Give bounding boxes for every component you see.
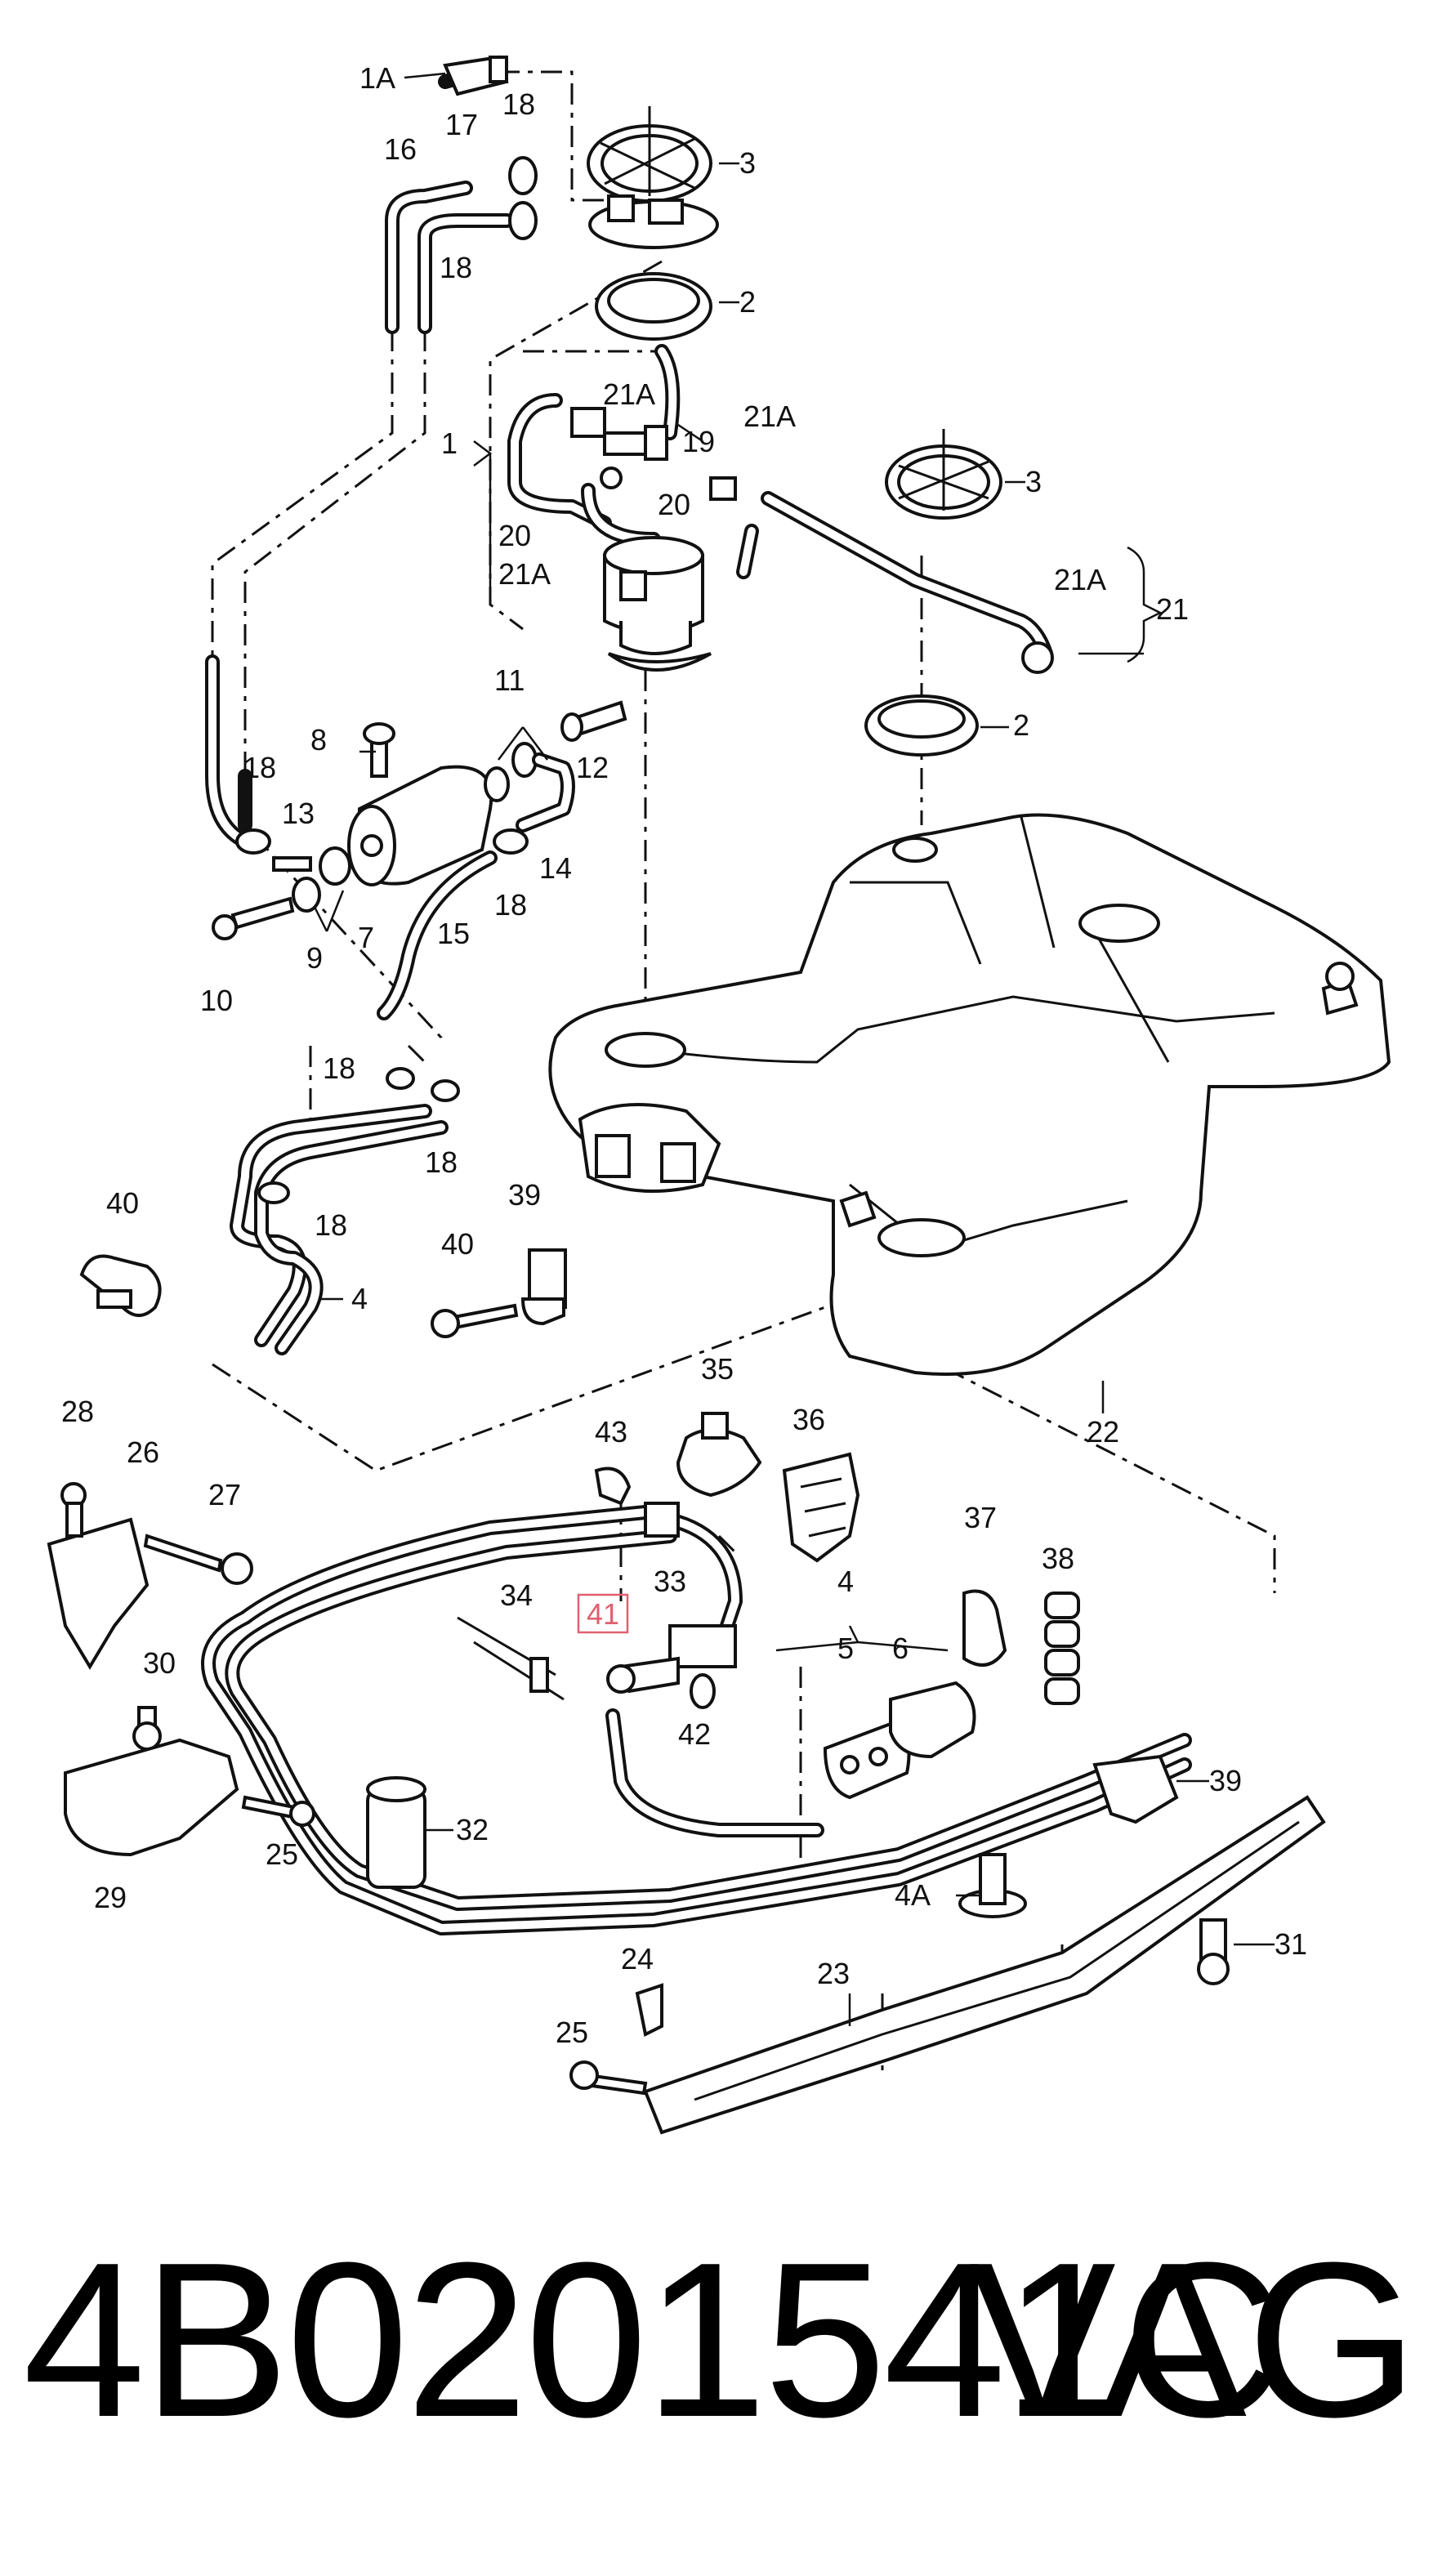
- fuel-line-group-left: [230, 1067, 460, 1355]
- label-34: 34: [500, 1578, 533, 1612]
- label-4: 4: [837, 1565, 854, 1598]
- clips-left: [79, 1248, 567, 1338]
- label-41: 41: [587, 1597, 619, 1631]
- label-18: 18: [502, 87, 535, 121]
- label-8: 8: [310, 723, 327, 757]
- label-36: 36: [792, 1403, 825, 1436]
- label-16: 16: [384, 132, 417, 166]
- label-10: 10: [200, 984, 233, 1017]
- label-40: 40: [106, 1186, 139, 1220]
- highlight-box-41: [577, 1593, 629, 1634]
- label-26: 26: [127, 1435, 159, 1469]
- label-25: 25: [266, 1837, 298, 1871]
- label-23: 23: [817, 1957, 850, 1990]
- label-15: 15: [437, 917, 470, 950]
- label-13: 13: [282, 797, 315, 830]
- label-2: 2: [739, 285, 756, 319]
- label-3: 3: [1025, 465, 1042, 498]
- label-39: 39: [508, 1178, 541, 1212]
- label-21A: 21A: [1054, 563, 1106, 596]
- label-1: 1: [441, 426, 458, 460]
- label-22: 22: [1087, 1415, 1119, 1449]
- fuel-filter-assembly: [212, 700, 627, 1020]
- label-21A: 21A: [498, 557, 551, 591]
- label-28: 28: [61, 1395, 94, 1428]
- fuel-line-group-lower: [201, 1502, 1192, 1935]
- label-43: 43: [595, 1415, 627, 1449]
- label-4: 4: [351, 1282, 368, 1315]
- label-21A: 21A: [743, 400, 796, 433]
- label-27: 27: [208, 1478, 241, 1511]
- label-20: 20: [658, 488, 690, 521]
- label-38: 38: [1042, 1542, 1074, 1575]
- fuel-pump-assembly: [507, 106, 719, 672]
- label-40: 40: [441, 1227, 474, 1261]
- feed-hose-assembly: [709, 429, 1054, 757]
- label-17: 17: [445, 108, 478, 141]
- part-number: 4B0201541C: [23, 2217, 1281, 2463]
- parts-diagram: 1A 16 17 18 18 3 2 21A 19 1 20 20 21A 21…: [47, 55, 1391, 2135]
- label-3: 3: [739, 146, 756, 180]
- label-31: 31: [1275, 1927, 1307, 1961]
- label-25: 25: [556, 2016, 588, 2049]
- label-32: 32: [456, 1813, 489, 1846]
- label-12: 12: [576, 751, 609, 784]
- label-2: 2: [1013, 708, 1029, 742]
- label-19: 19: [682, 425, 715, 458]
- label-6: 6: [892, 1632, 909, 1665]
- label-29: 29: [94, 1881, 127, 1914]
- label-18: 18: [323, 1051, 355, 1085]
- label-18: 18: [494, 888, 527, 922]
- footer: 4B0201541C VAG: [0, 2206, 1451, 2476]
- label-20: 20: [498, 519, 531, 552]
- label-18: 18: [440, 251, 472, 284]
- brand-name: VAG: [968, 2217, 1418, 2463]
- label-33: 33: [654, 1565, 686, 1598]
- label-14: 14: [539, 851, 572, 885]
- label-1A: 1A: [359, 61, 395, 95]
- label-5: 5: [837, 1632, 854, 1665]
- label-18: 18: [315, 1208, 347, 1242]
- label-7: 7: [358, 921, 374, 954]
- label-9: 9: [306, 941, 323, 975]
- label-21A: 21A: [603, 377, 655, 411]
- label-18: 18: [243, 751, 276, 784]
- label-35: 35: [701, 1352, 734, 1386]
- label-4A: 4A: [895, 1878, 931, 1912]
- leader-lines: [313, 72, 1275, 2026]
- label-30: 30: [143, 1646, 176, 1680]
- callout-labels: 1A 16 17 18 18 3 2 21A 19 1 20 20 21A 21…: [61, 61, 1307, 2049]
- lower-small-parts: [47, 1412, 1326, 2135]
- fuel-tank: [548, 813, 1391, 1376]
- label-37: 37: [964, 1501, 997, 1534]
- label-24: 24: [621, 1942, 654, 1976]
- label-21: 21: [1156, 592, 1189, 626]
- label-18: 18: [425, 1145, 458, 1179]
- label-42: 42: [678, 1717, 711, 1751]
- label-11: 11: [494, 663, 525, 697]
- label-39: 39: [1209, 1764, 1242, 1797]
